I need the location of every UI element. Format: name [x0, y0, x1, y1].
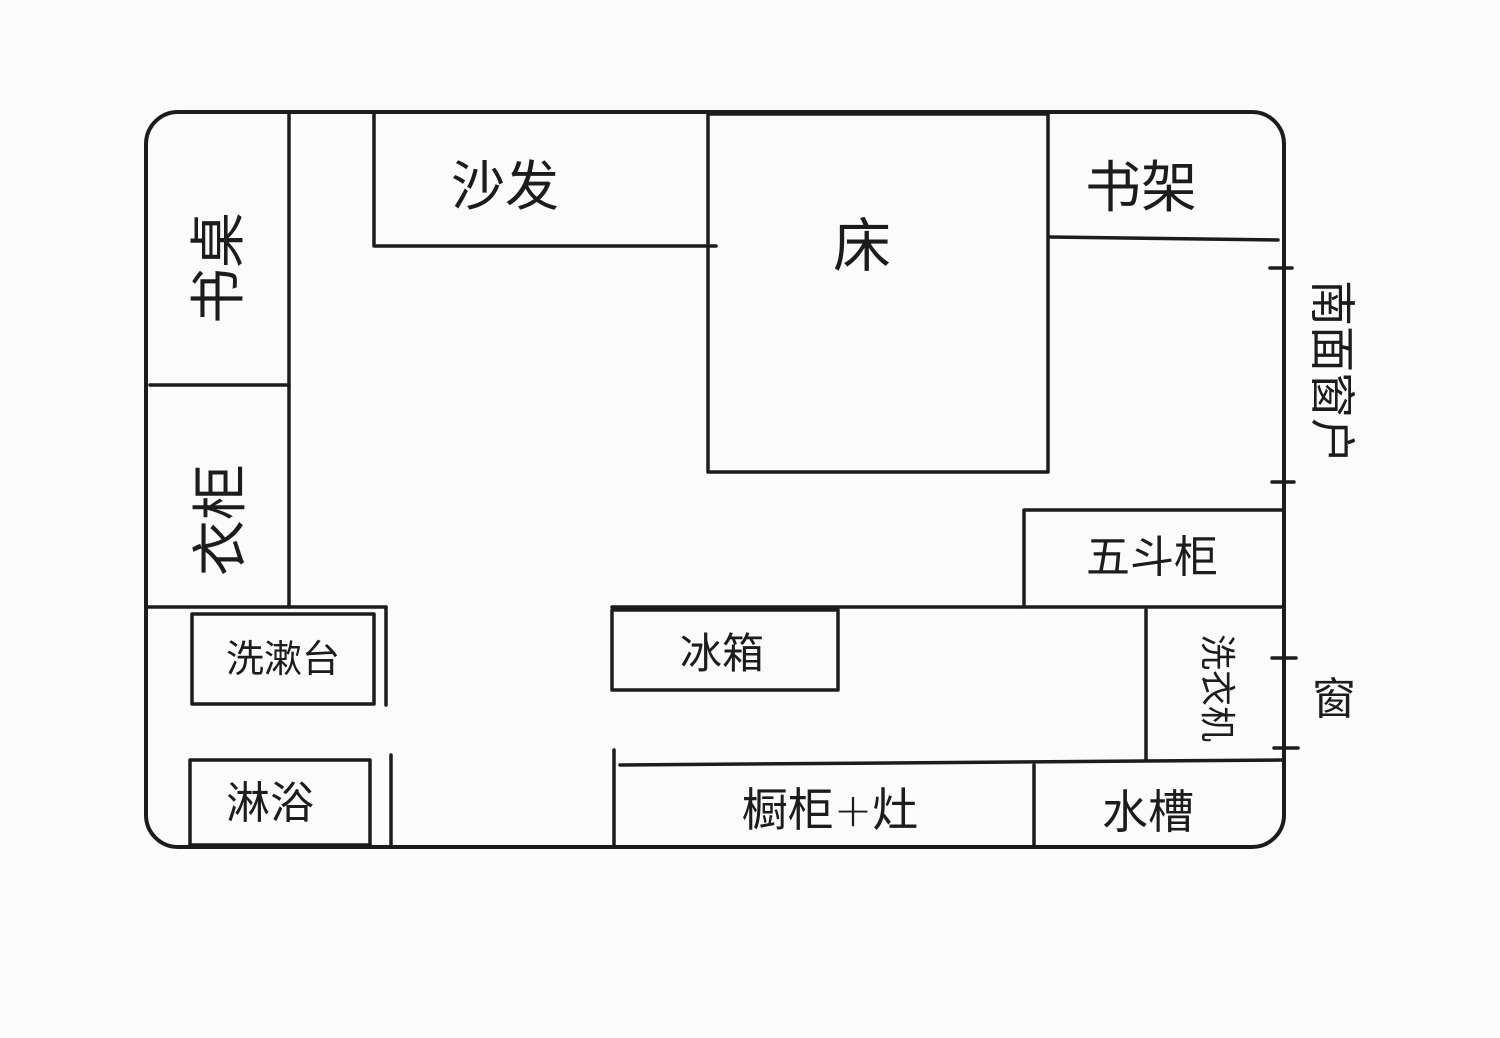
- sofa-box: [372, 112, 718, 248]
- bookshelf-label: 书架: [1085, 156, 1197, 221]
- cabinet-stove-label: 橱柜+灶: [742, 783, 919, 837]
- washbasin-box: [190, 612, 376, 706]
- south-window-label: 南面窗户: [1305, 280, 1359, 464]
- chest-label: 五斗柜: [1086, 532, 1218, 583]
- bed-box: [706, 112, 1050, 474]
- wardrobe-label: 衣柜: [189, 464, 254, 576]
- washbasin-label: 洗漱台: [226, 637, 340, 681]
- shower-box: [188, 758, 372, 847]
- shower-label: 淋浴: [226, 778, 314, 829]
- fridge-label: 冰箱: [680, 629, 764, 678]
- fridge-box: [610, 608, 840, 692]
- counter-top-line: [618, 758, 1286, 767]
- window-label: 窗: [1312, 674, 1356, 725]
- desk-label: 书桌: [187, 212, 252, 324]
- bookshelf-box: [1048, 235, 1280, 242]
- bed-label: 床: [833, 212, 891, 280]
- sofa-label: 沙发: [451, 155, 559, 218]
- chest-box: [1022, 508, 1284, 609]
- sink-label: 水槽: [1102, 785, 1194, 839]
- washing-machine-label: 洗衣机: [1196, 634, 1237, 742]
- room-outline: [144, 110, 1286, 849]
